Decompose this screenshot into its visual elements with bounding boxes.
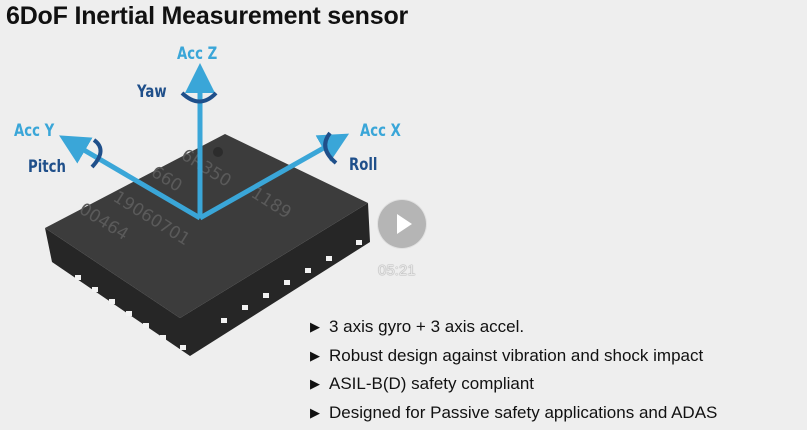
pitch-label: Pitch xyxy=(28,157,66,177)
play-icon xyxy=(378,200,426,248)
list-item: ▶Robust design against vibration and sho… xyxy=(310,345,717,374)
bullet-triangle-icon: ▶ xyxy=(310,316,320,338)
bullet-triangle-icon: ▶ xyxy=(310,373,320,395)
list-item: ▶Designed for Passive safety application… xyxy=(310,402,717,430)
bullet-triangle-icon: ▶ xyxy=(310,345,320,367)
acc-x-label: Acc X xyxy=(360,121,401,141)
acc-z-label: Acc Z xyxy=(177,44,217,64)
roll-rotation-icon xyxy=(325,133,336,163)
video-duration: 05:21 xyxy=(378,262,416,279)
acc-y-label: Acc Y xyxy=(14,121,54,141)
feature-list: ▶3 axis gyro + 3 axis accel. ▶Robust des… xyxy=(310,316,717,430)
yaw-label: Yaw xyxy=(137,82,167,102)
list-item: ▶ASIL-B(D) safety compliant xyxy=(310,373,717,402)
play-button[interactable] xyxy=(377,199,427,249)
list-item: ▶3 axis gyro + 3 axis accel. xyxy=(310,316,717,345)
roll-label: Roll xyxy=(349,155,377,175)
bullet-triangle-icon: ▶ xyxy=(310,402,320,424)
